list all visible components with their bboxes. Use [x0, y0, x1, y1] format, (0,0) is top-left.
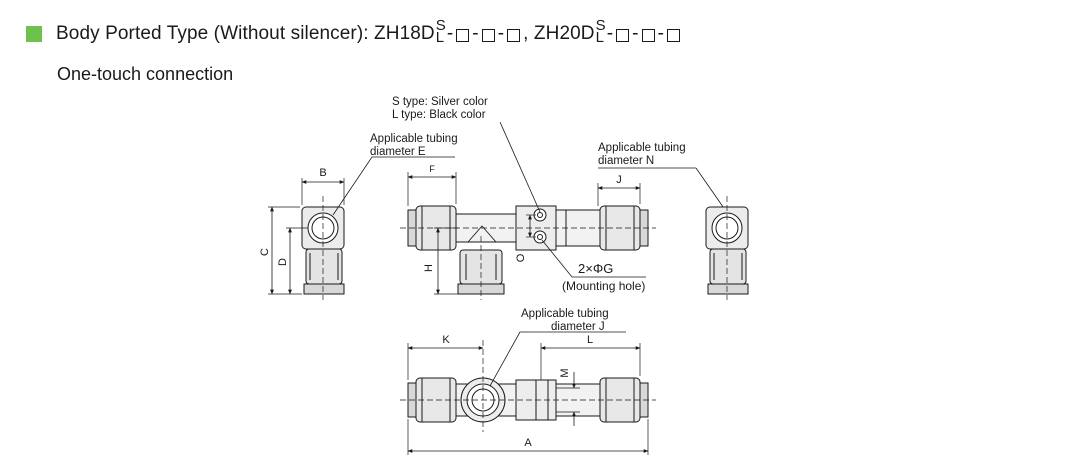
- callout-tube-e-line1: Applicable tubing: [370, 133, 458, 145]
- dim-a-label: A: [524, 437, 532, 449]
- callout-tube-j-line2: diameter J: [551, 321, 605, 333]
- model-separator: ,: [523, 23, 534, 44]
- model-zh18d: ZH18D S L ---: [374, 17, 523, 46]
- option-box-icon: [507, 28, 521, 42]
- dim-d-label: D: [277, 258, 289, 266]
- left-side-view: [268, 156, 455, 300]
- dim-f-label: F: [429, 164, 435, 174]
- callout-tube-j-line1: Applicable tubing: [521, 308, 609, 320]
- callout-holes: 2×ΦG: [578, 261, 613, 276]
- section-title: Body Ported Type (Without silencer): ZH1…: [56, 17, 683, 46]
- model-zh20d: ZH20D S L ---: [534, 17, 683, 46]
- option-box-icon: [667, 28, 681, 42]
- suffix-l: L: [435, 29, 445, 46]
- callout-mounting-hole: (Mounting hole): [562, 279, 645, 293]
- dim-c-label: C: [259, 248, 271, 256]
- option-box-icon: [616, 28, 630, 42]
- dim-j-top-label: J: [616, 174, 622, 186]
- suffix-s: S: [435, 17, 446, 34]
- callout-s-type: S type: Silver color: [392, 96, 488, 108]
- dim-k-label: K: [442, 334, 450, 346]
- connection-subtitle: One-touch connection: [57, 64, 234, 84]
- option-box-icon: [641, 28, 655, 42]
- front-view: [400, 121, 729, 300]
- dim-m-label: M: [559, 368, 571, 377]
- dim-h-label: H: [423, 264, 435, 272]
- callout-l-type: L type: Black color: [392, 109, 486, 121]
- top-view: [400, 331, 656, 455]
- dim-b-label: B: [319, 167, 326, 179]
- option-box-icon: [481, 28, 495, 42]
- callout-tube-n-line1: Applicable tubing: [598, 142, 686, 154]
- suffix-l: L: [595, 29, 605, 46]
- option-box-icon: [456, 28, 470, 42]
- callout-tube-n-line2: diameter N: [598, 155, 654, 167]
- dim-l-label: L: [587, 334, 593, 346]
- section-header: Body Ported Type (Without silencer): ZH1…: [26, 18, 683, 50]
- title-prefix: Body Ported Type (Without silencer):: [56, 23, 375, 44]
- right-side-view: [705, 196, 749, 300]
- callout-tube-e-line2: diameter E: [370, 146, 426, 158]
- dim-o-label: O: [515, 253, 527, 262]
- section-bullet-icon: [26, 26, 42, 42]
- suffix-s: S: [595, 17, 606, 34]
